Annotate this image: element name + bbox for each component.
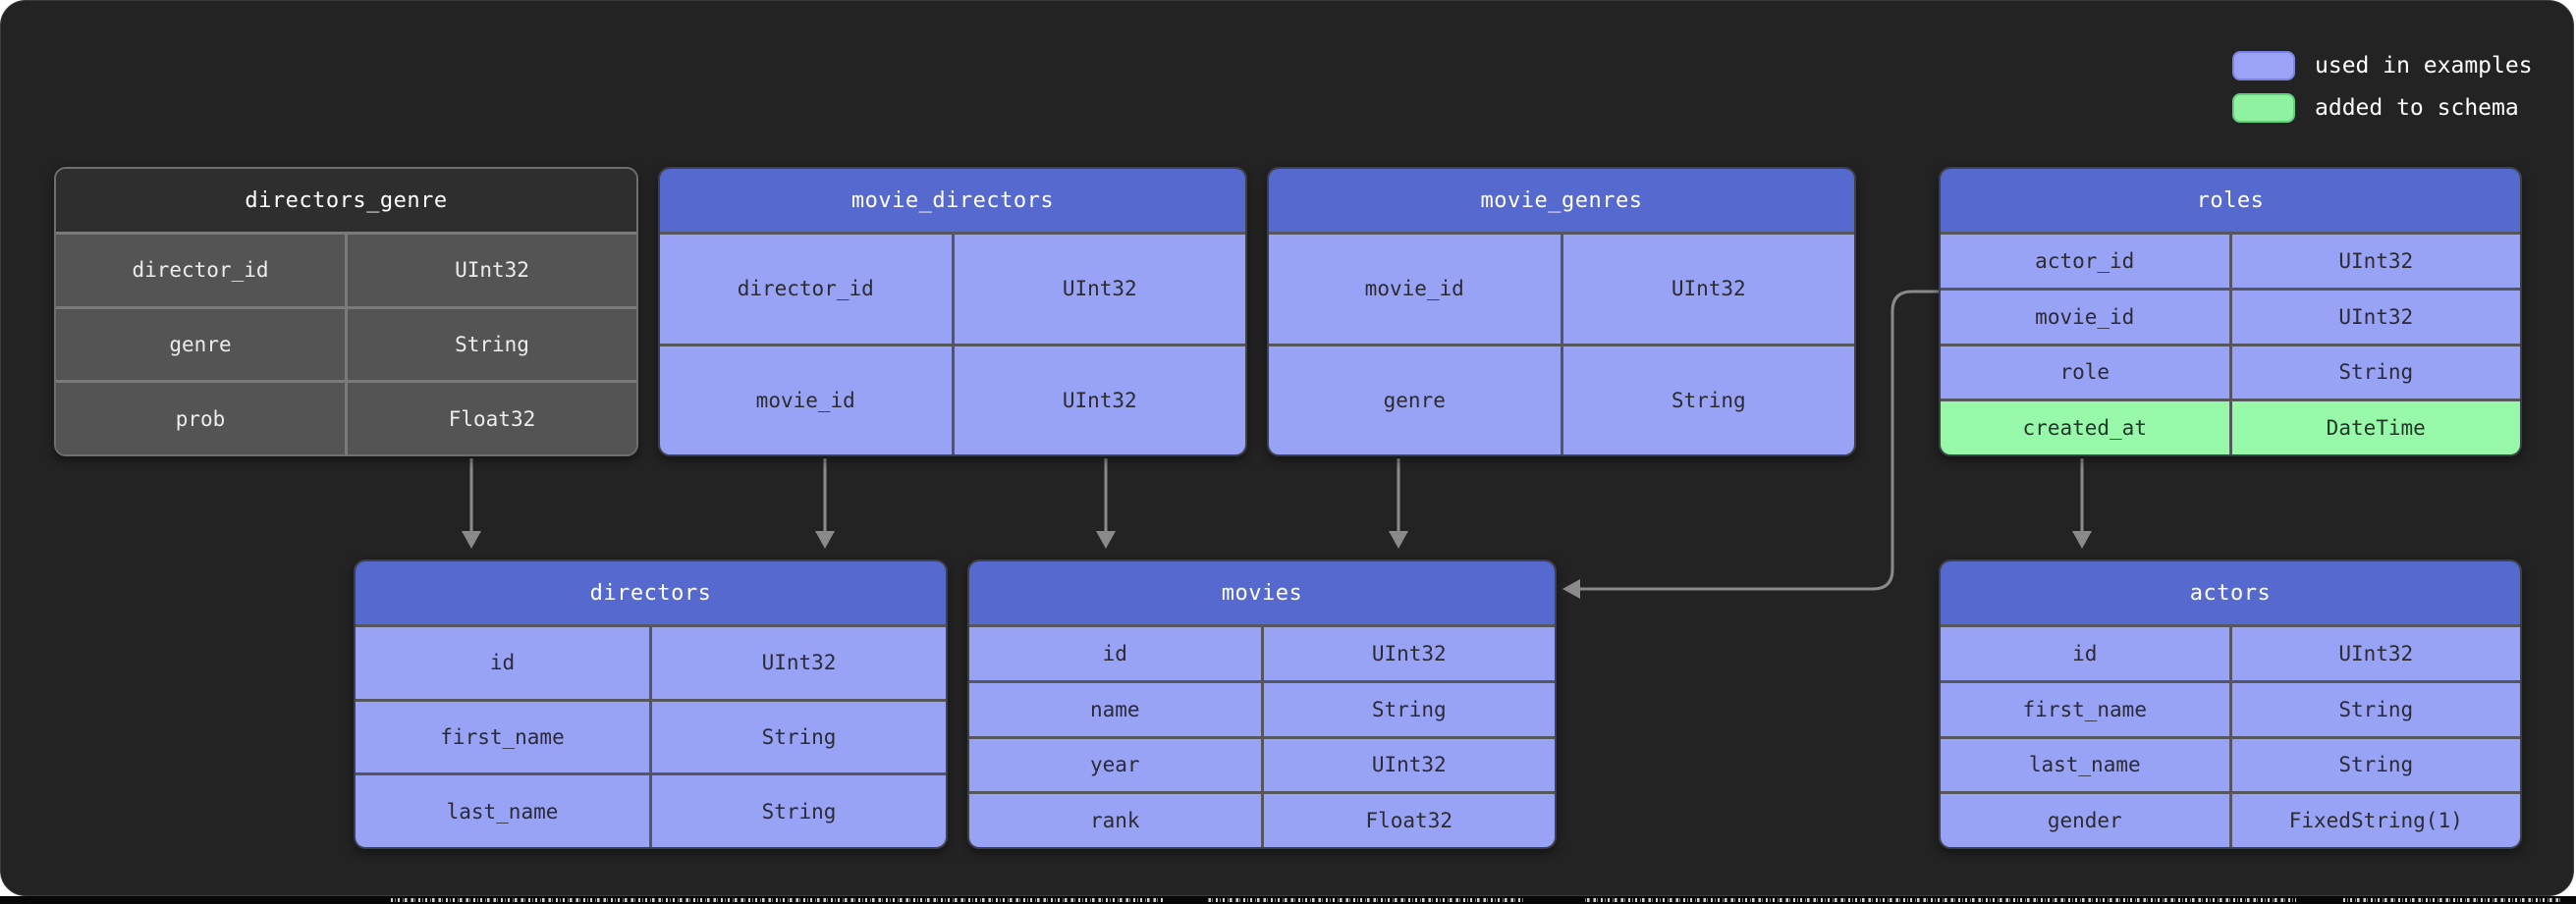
table-row-name: name String xyxy=(969,679,1555,736)
table-title: directors_genre xyxy=(56,169,636,232)
column-name: role xyxy=(1941,346,2232,399)
column-name: id xyxy=(1941,627,2232,680)
column-type: String xyxy=(455,333,529,356)
table-row-first_name: first_name String xyxy=(1941,679,2520,736)
column-name: last_name xyxy=(356,775,652,847)
column-type: UInt32 xyxy=(455,258,529,283)
table-title: movie_directors xyxy=(660,169,1245,232)
table-title: roles xyxy=(1941,169,2520,232)
column-name: created_at xyxy=(1941,401,2232,454)
table-title: actors xyxy=(1941,561,2520,624)
column-type: UInt32 xyxy=(1671,277,1746,301)
clipped-text-noise xyxy=(391,898,2561,902)
column-name: genre xyxy=(1269,346,1563,454)
column-name: rank xyxy=(969,794,1264,847)
column-name: year xyxy=(969,738,1264,792)
column-type: UInt32 xyxy=(2338,304,2414,329)
column-type: DateTime xyxy=(2326,416,2426,441)
table-row-last_name: last_name String xyxy=(356,772,946,847)
table-row-last_name: last_name String xyxy=(1941,735,2520,792)
column-type: String xyxy=(2338,753,2414,777)
noise-gap xyxy=(2296,896,2341,904)
table-row-movie_id: movie_id UInt32 xyxy=(1941,287,2520,344)
column-type: UInt32 xyxy=(1062,277,1137,301)
table-row-year: year UInt32 xyxy=(969,735,1555,792)
column-type: UInt32 xyxy=(2338,641,2414,665)
column-type: String xyxy=(1371,697,1447,721)
column-name: first_name xyxy=(1941,682,2232,736)
table-row-prob: prob Float32 xyxy=(56,380,636,454)
table-row-id: id UInt32 xyxy=(969,624,1555,680)
legend-item-added: added to schema xyxy=(2232,93,2519,123)
legend-label: added to schema xyxy=(2315,95,2519,121)
column-name: movie_id xyxy=(1941,290,2232,344)
column-name: actor_id xyxy=(1941,235,2232,288)
table-row-first_name: first_name String xyxy=(356,698,946,773)
column-name: first_name xyxy=(356,701,652,773)
column-name: movie_id xyxy=(660,346,955,454)
column-type: UInt32 xyxy=(1371,753,1447,777)
column-type: Float32 xyxy=(1365,809,1452,833)
table-row-director_id: director_id UInt32 xyxy=(660,232,1245,344)
table-row-movie_id: movie_id UInt32 xyxy=(1269,232,1854,344)
table-row-gender: gender FixedString(1) xyxy=(1941,791,2520,847)
noise-gap xyxy=(1164,896,1205,904)
column-type: Float32 xyxy=(448,406,536,431)
table-title: movies xyxy=(969,561,1555,624)
legend-item-used: used in examples xyxy=(2232,51,2533,80)
column-name: id xyxy=(356,627,652,699)
column-type: String xyxy=(761,799,837,824)
table-row-created_at: created_at DateTime xyxy=(1941,399,2520,454)
column-name: director_id xyxy=(660,235,955,344)
column-type: String xyxy=(2338,697,2414,721)
column-name: movie_id xyxy=(1269,235,1563,344)
column-type: UInt32 xyxy=(1062,388,1137,412)
column-type: String xyxy=(1671,388,1746,412)
legend-swatch-used-in-examples xyxy=(2232,51,2295,80)
column-name: director_id xyxy=(56,235,348,306)
table-row-id: id UInt32 xyxy=(356,624,946,699)
column-type: UInt32 xyxy=(1371,641,1447,665)
table-row-genre: genre String xyxy=(56,305,636,381)
column-name: prob xyxy=(56,383,348,454)
column-type: UInt32 xyxy=(2338,248,2414,273)
table-title: directors xyxy=(356,561,946,624)
column-name: genre xyxy=(56,308,348,381)
column-name: id xyxy=(969,627,1264,680)
clipped-text-strip xyxy=(0,896,2576,904)
column-name: last_name xyxy=(1941,738,2232,792)
column-name: gender xyxy=(1941,794,2232,847)
noise-gap xyxy=(1524,896,1583,904)
table-row-movie_id: movie_id UInt32 xyxy=(660,343,1245,454)
table-row-id: id UInt32 xyxy=(1941,624,2520,680)
column-type: FixedString(1) xyxy=(2288,809,2463,833)
column-type: String xyxy=(2338,360,2414,385)
legend-label: used in examples xyxy=(2315,53,2533,79)
column-type: String xyxy=(761,725,837,749)
table-row-genre: genre String xyxy=(1269,343,1854,454)
column-name: name xyxy=(969,682,1264,736)
table-row-rank: rank Float32 xyxy=(969,791,1555,847)
table-title: movie_genres xyxy=(1269,169,1854,232)
table-row-director_id: director_id UInt32 xyxy=(56,232,636,306)
column-type: UInt32 xyxy=(761,651,837,675)
table-row-actor_id: actor_id UInt32 xyxy=(1941,232,2520,288)
legend-swatch-added-to-schema xyxy=(2232,93,2295,123)
table-row-role: role String xyxy=(1941,343,2520,399)
